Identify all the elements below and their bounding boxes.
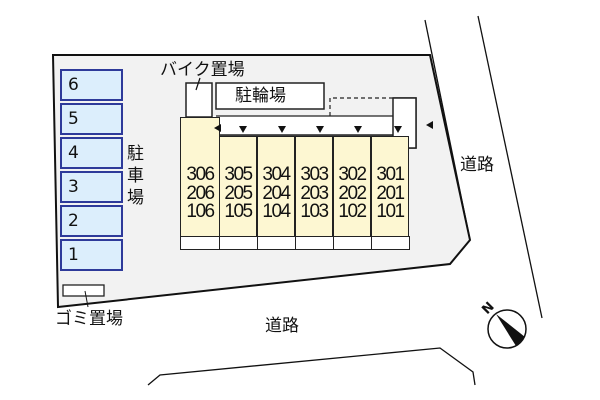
room-number: 104 [262, 201, 291, 222]
parking-slot-1: 1 [60, 239, 123, 271]
road-east-edge-1 [424, 19, 471, 241]
entrance-arrow-icon [239, 126, 247, 133]
room-number: 306 [186, 164, 215, 185]
parking-slot-3: 3 [60, 171, 123, 203]
road-south-label: 道路 [265, 316, 299, 336]
bike-shed [185, 82, 213, 118]
road-east-label: 道路 [460, 155, 494, 175]
bicycle-parking-label: 駐輪場 [235, 86, 286, 106]
entrance-arrow-icon [278, 126, 286, 133]
unit-column-5: 302 202 102 [332, 136, 372, 250]
north-compass-icon [487, 309, 527, 349]
room-number: 303 [300, 164, 329, 185]
parking-slot-2: 2 [60, 205, 123, 237]
room-number: 205 [224, 182, 253, 204]
parking-slot-5: 5 [60, 103, 123, 135]
room-number: 102 [338, 201, 367, 222]
garbage-area-label: ゴミ置場 [55, 309, 123, 329]
parking-label-1: 駐 [127, 144, 144, 164]
room-number: 304 [262, 164, 291, 185]
room-number: 105 [224, 201, 253, 222]
unit-column-4: 303 203 103 [294, 136, 334, 250]
entrance-arrow-icon [214, 124, 221, 132]
parking-slot-4: 4 [60, 137, 123, 169]
room-number: 106 [186, 201, 215, 222]
entrance-arrow-icon [316, 126, 324, 133]
parking-slot-6: 6 [60, 69, 123, 101]
room-number: 305 [224, 164, 253, 185]
road-east-edge-2 [477, 15, 543, 319]
unit-column-2: 305 205 105 [218, 136, 258, 250]
unit-column-6: 301 201 101 [370, 136, 410, 250]
unit-column-1: 306 206 106 [179, 117, 221, 250]
room-number: 101 [376, 201, 405, 222]
road-south-edge [147, 347, 476, 386]
room-number: 204 [262, 182, 291, 204]
entrance-arrow-icon [426, 121, 433, 129]
room-number: 103 [300, 201, 329, 222]
parking-label-2: 車 [127, 166, 144, 186]
garbage-box [62, 284, 105, 297]
parking-label-3: 場 [127, 188, 144, 208]
unit-column-3: 304 204 104 [256, 136, 296, 250]
room-number: 302 [338, 164, 367, 185]
entrance-arrow-icon [394, 126, 402, 133]
room-number: 206 [186, 182, 215, 204]
room-number: 201 [376, 182, 405, 204]
entrance-arrow-icon [354, 126, 362, 133]
room-number: 301 [376, 164, 405, 185]
bicycle-parking [215, 82, 325, 110]
bike-parking-label: バイク置場 [160, 60, 245, 80]
room-number: 203 [300, 182, 329, 204]
room-number: 202 [338, 182, 367, 204]
